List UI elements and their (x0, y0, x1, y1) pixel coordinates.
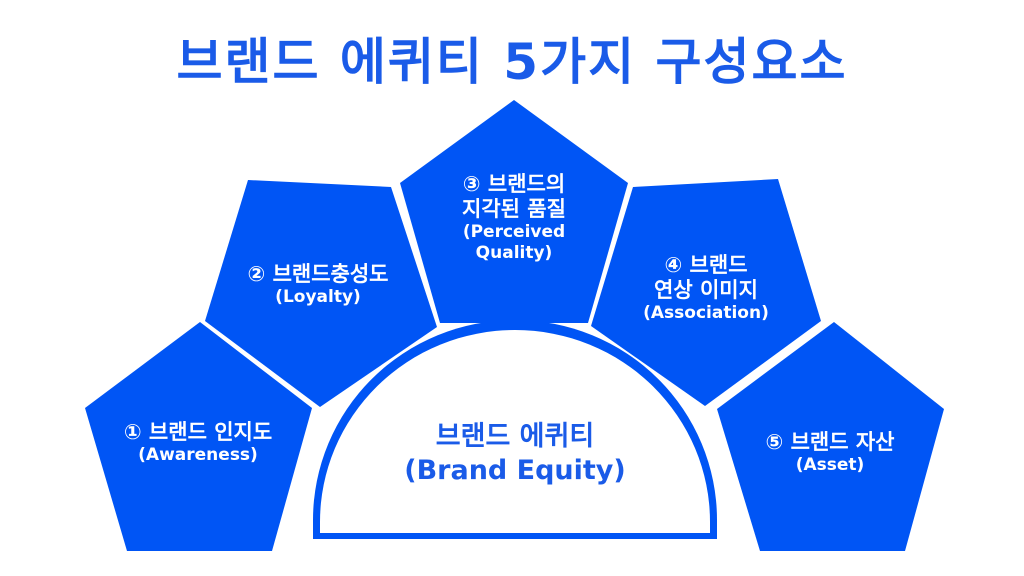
page-title: 브랜드 에퀴티 5가지 구성요소 (176, 33, 848, 91)
pentagon-perceived-quality (400, 100, 628, 323)
perceived-quality-title-2: 지각된 품질 (462, 197, 566, 222)
perceived-quality-english-1: (Perceived (462, 222, 566, 243)
association-english: (Association) (643, 303, 769, 324)
loyalty-title: ② 브랜드충성도 (247, 262, 389, 286)
association-title-2: 연상 이미지 (654, 278, 758, 303)
pentagon-association (591, 179, 821, 406)
label-association: ④ 브랜드 연상 이미지 (Association) (643, 253, 769, 324)
perceived-quality-title-1: ③ 브랜드의 (462, 172, 566, 196)
pentagon-awareness (85, 322, 312, 551)
awareness-title: ① 브랜드 인지도 (123, 420, 273, 444)
pentagon-asset (717, 322, 944, 551)
association-title-1: ④ 브랜드 (664, 253, 748, 277)
awareness-english: (Awareness) (138, 445, 258, 466)
label-awareness: ① 브랜드 인지도 (Awareness) (124, 420, 272, 466)
brand-equity-english: (Brand Equity) (404, 454, 626, 486)
label-loyalty: ② 브랜드충성도 (Loyalty) (247, 262, 388, 308)
asset-english: (Asset) (795, 455, 865, 476)
brand-equity-dome (313, 320, 717, 539)
label-brand-equity: 브랜드 에퀴티 (Brand Equity) (404, 420, 626, 488)
brand-equity-title: 브랜드 에퀴티 (435, 421, 595, 452)
label-asset: ⑤ 브랜드 자산 (Asset) (765, 430, 894, 476)
asset-title: ⑤ 브랜드 자산 (765, 430, 895, 454)
label-perceived-quality: ③ 브랜드의 지각된 품질 (Perceived Quality) (462, 172, 566, 263)
loyalty-english: (Loyalty) (275, 287, 361, 308)
pentagon-loyalty (205, 180, 437, 407)
perceived-quality-english-2: Quality) (475, 242, 553, 263)
